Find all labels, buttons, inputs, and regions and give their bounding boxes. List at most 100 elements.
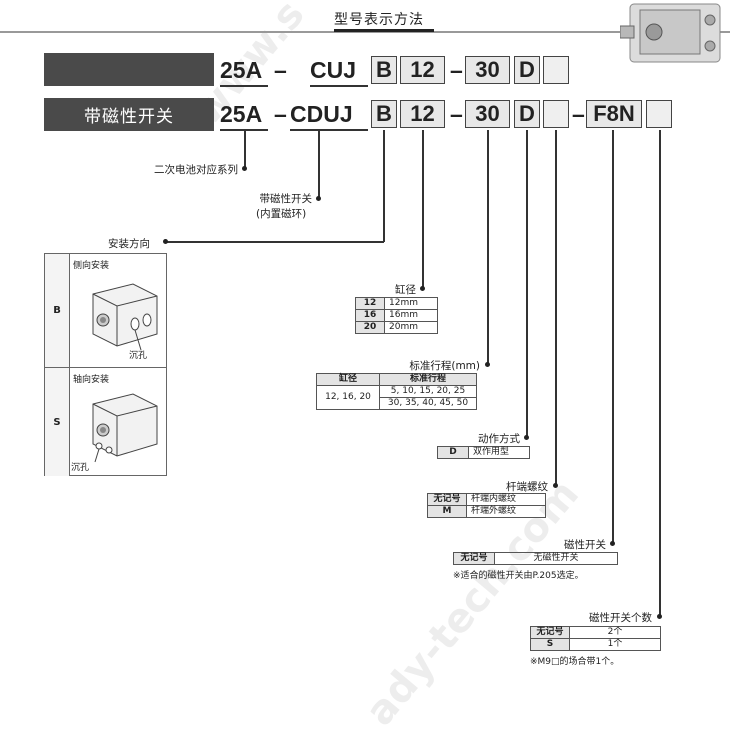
bore-value-1: 16mm <box>384 309 438 322</box>
row2-separator: – <box>274 101 287 127</box>
stroke-bore-value: 12, 16, 20 <box>316 385 380 410</box>
thread-leader-v <box>555 130 557 486</box>
stroke-header-stroke: 标准行程 <box>379 373 477 386</box>
stroke-leader-v <box>487 130 489 365</box>
bore-value-0: 12mm <box>384 297 438 310</box>
row1-separator-2: – <box>450 57 463 83</box>
switch-table: 无记号 无磁性开关 <box>453 552 618 565</box>
row2-separator-2: – <box>450 101 463 127</box>
mount-code-s: S <box>45 368 70 476</box>
caption-switch-count: 磁性开关个数 <box>589 612 652 624</box>
caption-thread: 杆端螺纹 <box>506 481 548 493</box>
caption-battery-series: 二次电池对应系列 <box>154 164 238 176</box>
mount-hole-side: 沉孔 <box>129 351 148 361</box>
row1-prefix: 25A <box>220 57 263 83</box>
mount-code-b: B <box>45 254 70 367</box>
stroke-header-bore: 缸径 <box>316 373 380 386</box>
thread-value-1: 杆端外螺纹 <box>466 505 546 518</box>
row1-separator: – <box>274 57 287 83</box>
row2-stroke-box: 30 <box>465 100 510 128</box>
row1-stroke-box: 30 <box>465 56 510 84</box>
row2-count-box <box>646 100 672 128</box>
mounting-table: B S 侧向安装 轴向安装 沉孔 沉孔 <box>44 253 167 476</box>
count-leader-v <box>659 130 661 618</box>
switch-leader-v <box>612 130 614 544</box>
row1-mount-box: B <box>371 56 397 84</box>
mount-axial-drawing <box>92 393 158 463</box>
row1-prefix-underline <box>220 85 268 87</box>
row1-thread-box <box>543 56 569 84</box>
battery-leader-v <box>244 130 246 168</box>
mount-label-axial: 轴向安装 <box>73 375 110 385</box>
action-leader-v <box>526 130 528 438</box>
magnet-leader-v <box>318 130 320 198</box>
caption-magnet-switch: 带磁性开关 <box>259 193 313 205</box>
action-table: D 双作用型 <box>437 446 530 459</box>
bore-leader-dot <box>420 286 425 291</box>
caption-magnet-ring: (内置磁环) <box>256 208 307 220</box>
mount-label-side: 侧向安装 <box>73 261 110 271</box>
action-value: 双作用型 <box>468 446 530 459</box>
row2-series: CDUJ <box>290 101 353 127</box>
row1-action-box: D <box>514 56 540 84</box>
row1-bore-box: 12 <box>400 56 445 84</box>
count-code-1: S <box>530 638 570 651</box>
bore-code-0: 12 <box>355 297 385 310</box>
row1-series-underline <box>310 85 368 87</box>
row2-mount-box: B <box>371 100 397 128</box>
count-code-0: 无记号 <box>530 626 570 639</box>
caption-stroke: 标准行程(mm) <box>409 360 480 372</box>
thread-code-1: M <box>427 505 467 518</box>
row2-prefix-underline <box>220 129 268 131</box>
mount-leader-h <box>166 241 384 243</box>
row2-bore-box: 12 <box>400 100 445 128</box>
stroke-values-line2: 30, 35, 40, 45, 50 <box>379 397 477 410</box>
stroke-leader-dot <box>485 362 490 367</box>
row2-switch-box: F8N <box>586 100 642 128</box>
bore-code-2: 20 <box>355 321 385 334</box>
row1-band <box>44 53 214 86</box>
stroke-table: 缸径 标准行程 12, 16, 20 5, 10, 15, 20, 25 30,… <box>316 373 477 410</box>
mount-hole-axial: 沉孔 <box>71 463 90 473</box>
switch-note: ※适合的磁性开关由P.205选定。 <box>453 571 584 581</box>
thread-value-0: 杆端内螺纹 <box>466 493 546 506</box>
mount-side-drawing <box>92 283 158 351</box>
bore-value-2: 20mm <box>384 321 438 334</box>
row2-action-box: D <box>514 100 540 128</box>
bore-code-1: 16 <box>355 309 385 322</box>
caption-mounting: 安装方向 <box>108 238 150 250</box>
caption-action: 动作方式 <box>478 433 520 445</box>
count-note: ※M9□的场合带1个。 <box>530 657 620 667</box>
magnet-leader-dot <box>316 196 321 201</box>
page-title: 型号表示方法 <box>334 12 424 28</box>
row2-series-underline <box>290 129 368 131</box>
switch-value: 无磁性开关 <box>494 552 618 565</box>
switch-code: 无记号 <box>453 552 495 565</box>
row2-prefix: 25A <box>220 101 263 127</box>
caption-bore: 缸径 <box>395 284 416 296</box>
caption-switch: 磁性开关 <box>564 539 606 551</box>
header-rule <box>0 31 730 33</box>
title-underline <box>334 29 434 32</box>
action-leader-dot <box>524 435 529 440</box>
mount-leader-v <box>383 130 385 242</box>
battery-leader-dot <box>242 166 247 171</box>
count-leader-dot <box>657 614 662 619</box>
stroke-values-line1: 5, 10, 15, 20, 25 <box>379 385 477 398</box>
row2-thread-box <box>543 100 569 128</box>
mount-leader-dot <box>163 239 168 244</box>
action-code: D <box>437 446 469 459</box>
mount-separator <box>45 367 166 368</box>
row2-separator-3: – <box>572 101 585 127</box>
row2-band-magnetic-switch: 带磁性开关 <box>44 98 214 131</box>
count-value-0: 2个 <box>569 626 661 639</box>
row1-series: CUJ <box>310 57 357 83</box>
thread-code-0: 无记号 <box>427 493 467 506</box>
cylinder-product-image <box>620 3 721 63</box>
bore-leader-v <box>422 130 424 288</box>
count-value-1: 1个 <box>569 638 661 651</box>
thread-leader-dot <box>553 483 558 488</box>
